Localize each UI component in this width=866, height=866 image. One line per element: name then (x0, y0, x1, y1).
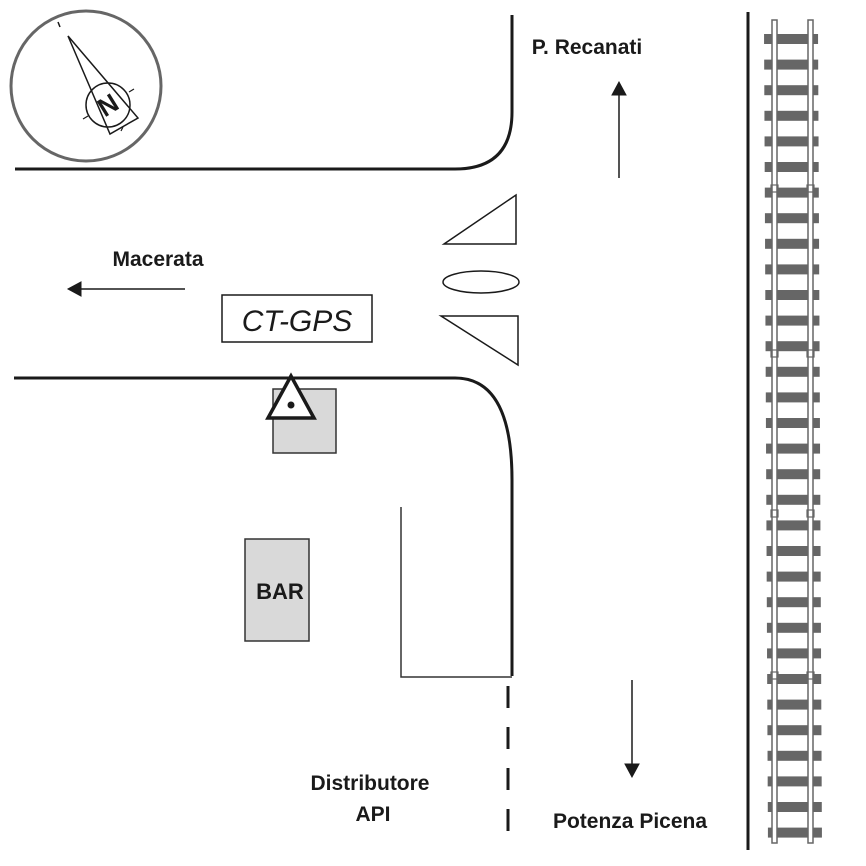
arrow-up-icon (611, 80, 627, 96)
sign-ellipse-icon (442, 270, 520, 294)
rail-joint (770, 184, 779, 193)
station-label-box: CT-GPS (221, 294, 373, 343)
rail-left (771, 19, 778, 844)
rail-tie (766, 571, 821, 582)
rail-tie (766, 469, 821, 480)
rail-joint (770, 671, 779, 680)
rail-tie (767, 674, 822, 684)
rail-joint (806, 349, 815, 358)
traffic-signs (438, 193, 520, 367)
rail-tie (767, 776, 822, 787)
station-label: CT-GPS (242, 305, 353, 338)
rail-tie (766, 494, 821, 505)
rail-tie (765, 290, 820, 300)
sign-triangle-top-icon (441, 193, 517, 245)
rail-tie (765, 392, 820, 403)
rail-tie (767, 699, 822, 710)
rail-joint (806, 184, 815, 193)
label-p-recanati: P. Recanati (532, 36, 643, 59)
rail-tie (764, 34, 819, 44)
label-api: API (355, 803, 390, 826)
road-junction (14, 12, 750, 850)
rail-tie (764, 187, 819, 198)
rail-tie (764, 213, 819, 224)
rail-tie (766, 622, 821, 633)
road-edge-southwest (14, 376, 514, 676)
compass-ring (9, 9, 163, 163)
rail-tie (764, 110, 819, 121)
rail-tie (765, 264, 820, 275)
rail-tie (767, 827, 822, 838)
rail-tie (765, 366, 820, 377)
arrow-down-icon (624, 763, 640, 779)
bar-label: BAR (256, 579, 304, 604)
compass-needle-icon (67, 35, 140, 136)
rail-tie (766, 443, 821, 454)
compass-north-label: N (92, 87, 124, 122)
rail-joint (806, 671, 815, 680)
rail-tie (766, 546, 821, 556)
compass-rose: N (9, 9, 163, 163)
rail-tie (767, 648, 822, 659)
rail-joint (806, 509, 815, 518)
fuel-station-outline (400, 507, 512, 678)
rail-tie (764, 136, 819, 147)
rail-tie (767, 750, 822, 761)
road-edge-northwest (15, 15, 514, 171)
railway (764, 19, 822, 844)
label-macerata: Macerata (112, 248, 203, 271)
rail-joint (770, 509, 779, 518)
rail-tie (766, 520, 821, 531)
rail-right (807, 19, 814, 844)
bar-building: BAR (244, 538, 310, 642)
label-distributore: Distributore (310, 772, 429, 795)
rail-tie (764, 162, 819, 172)
rail-tie (766, 597, 821, 608)
rail-tie (765, 315, 820, 326)
direction-arrows (66, 80, 640, 779)
rail-joint (770, 349, 779, 358)
sign-triangle-bottom-icon (438, 315, 519, 367)
rail-tie (765, 418, 820, 428)
rail-tie (767, 725, 822, 736)
rail-tie (767, 802, 822, 812)
gps-station-marker-icon (265, 372, 317, 420)
rail-tie (765, 238, 820, 249)
label-potenza-picena: Potenza Picena (553, 810, 707, 833)
rail-tie (764, 59, 819, 70)
rail-tie (764, 85, 819, 96)
arrow-left-icon (66, 281, 82, 297)
rail-tie (765, 341, 820, 352)
